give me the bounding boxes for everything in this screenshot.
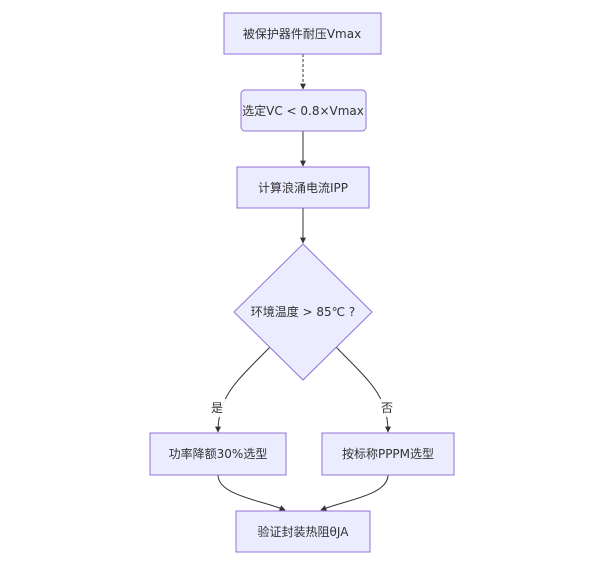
node-vc: 选定VC < 0.8×Vmax [240, 89, 367, 132]
edge-label-yes-text: 是 [211, 401, 223, 415]
node-temp-decision: 环境温度 > 85℃ ? [233, 243, 373, 381]
node-vc-label: 选定VC < 0.8×Vmax [242, 103, 364, 118]
edge-label-no-text: 否 [381, 401, 393, 415]
node-verify: 验证封装热阻θJA [235, 510, 371, 553]
node-temp-label: 环境温度 > 85℃ ? [251, 304, 356, 319]
node-ipp: 计算浪涌电流IPP [236, 166, 370, 209]
edge-temp-no-to-pppm [335, 346, 391, 433]
node-verify-label: 验证封装热阻θJA [258, 524, 350, 539]
edge-pppm-to-verify [320, 474, 389, 511]
node-derate-label: 功率降额30%选型 [169, 446, 268, 461]
node-derate: 功率降额30%选型 [149, 432, 287, 476]
node-pppm-label: 按标称PPPM选型 [342, 447, 434, 461]
node-vmax-label: 被保护器件耐压Vmax [243, 27, 361, 41]
edge-label-yes: 是 [208, 399, 226, 417]
node-pppm: 按标称PPPM选型 [321, 432, 455, 476]
edge-temp-yes-to-derate [215, 346, 271, 433]
node-vmax: 被保护器件耐压Vmax [223, 12, 382, 55]
edge-derate-to-verify [217, 474, 286, 511]
edge-label-no: 否 [378, 399, 396, 417]
node-ipp-label: 计算浪涌电流IPP [258, 180, 348, 195]
